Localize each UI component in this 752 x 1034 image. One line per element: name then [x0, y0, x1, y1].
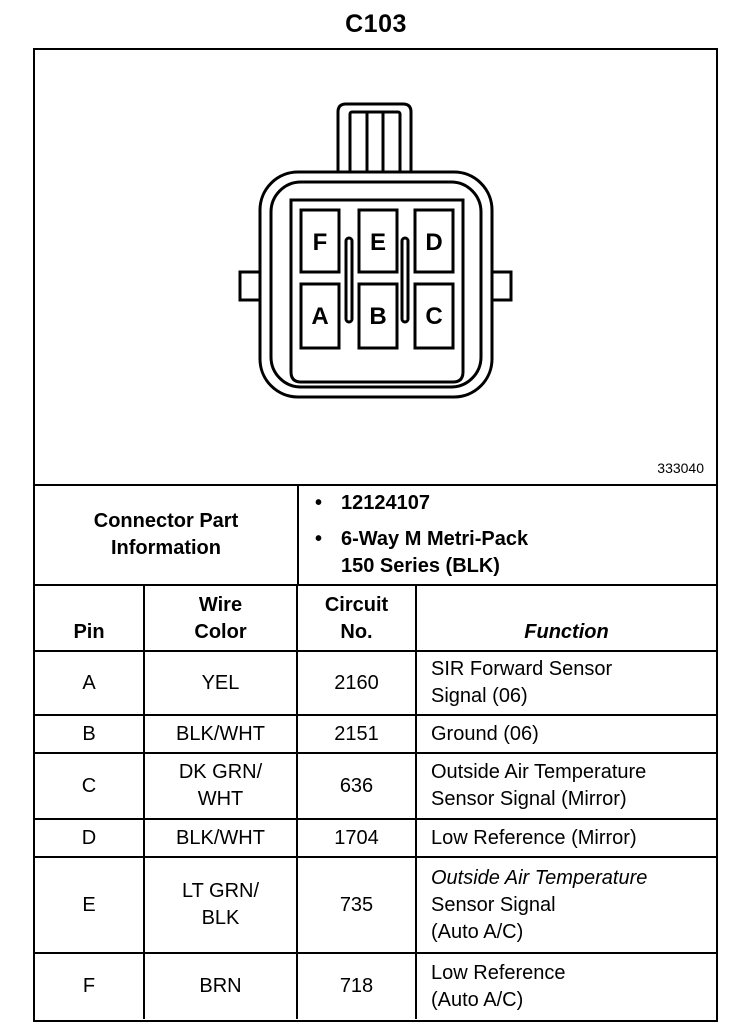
pin-label-b: B [369, 303, 386, 330]
function-line: (Auto A/C) [431, 920, 524, 943]
connector-figure: F E D A B C 333040 [35, 50, 716, 486]
function-cell: Low Reference (Auto A/C) [415, 952, 716, 1019]
bullet: • [315, 528, 323, 550]
connector-body-inner [269, 180, 483, 389]
cavity-b [357, 282, 399, 350]
connector-part-info: Connector Part Information • 12124107 • … [35, 486, 716, 586]
function-line: Low Reference (Mirror) [431, 826, 637, 849]
circuit-cell: 1704 [296, 818, 417, 858]
header-wire-color-line: Wire [198, 594, 243, 616]
function-line: (Auto A/C) [431, 988, 524, 1011]
pinout-table: Pin Wire Color Circuit No. Function A YE… [35, 586, 716, 1019]
header-wire-color: Wire Color [143, 586, 298, 652]
part-info-label: Connector Part Information [35, 486, 299, 584]
pin-cell: C [35, 752, 145, 820]
wire-color-line: BLK/WHT [176, 722, 265, 745]
function-line: Sensor Signal [431, 893, 556, 916]
wire-color-line: BLK/WHT [176, 826, 265, 849]
pin-cell: B [35, 714, 145, 754]
pin-label-e: E [370, 229, 386, 256]
pin-label-f: F [313, 229, 328, 256]
header-pin: Pin [35, 586, 145, 652]
function-line: SIR Forward Sensor [431, 658, 613, 680]
wire-color-cell: BLK/WHT [143, 714, 298, 754]
rib-left [344, 236, 354, 324]
circuit-cell: 735 [296, 856, 417, 954]
header-circuit-line: No. [340, 621, 373, 643]
table-header-row: Pin Wire Color Circuit No. Function [35, 586, 716, 652]
wire-color-cell: LT GRN/ BLK [143, 856, 298, 954]
wire-color-cell: DK GRN/ WHT [143, 752, 298, 820]
table-row: C DK GRN/ WHT 636 Outside Air Temperatur… [35, 752, 716, 820]
latch-inner [348, 110, 402, 176]
latch-tab [336, 102, 413, 176]
part-info-label-line: Connector Part [93, 510, 239, 532]
table-row: D BLK/WHT 1704 Low Reference (Mirror) [35, 818, 716, 858]
part-number-item: • 12124107 [315, 490, 701, 517]
header-circuit-line: Circuit [324, 594, 389, 616]
function-cell: Low Reference (Mirror) [415, 818, 716, 858]
connector-drawing: F E D A B C [238, 102, 513, 399]
part-description-line: 150 Series (BLK) [341, 555, 500, 577]
function-line: Ground (06) [431, 722, 539, 745]
part-info-label-line: Information [111, 537, 221, 559]
pin-cell: A [35, 650, 145, 716]
bullet: • [315, 492, 323, 514]
pin-cell: E [35, 856, 145, 954]
circuit-cell: 2151 [296, 714, 417, 754]
pin-label-a: A [311, 303, 328, 330]
cavity-e [357, 208, 399, 274]
wire-color-cell: BRN [143, 952, 298, 1019]
figure-id: 333040 [657, 460, 704, 476]
cavity-c [413, 282, 455, 350]
part-description-item: • 6-Way M Metri-Pack 150 Series (BLK) [315, 526, 701, 580]
function-cell: Ground (06) [415, 714, 716, 754]
header-wire-color-line: Color [194, 621, 247, 643]
function-line: Signal (06) [431, 685, 528, 707]
function-cell: Outside Air Temperature Sensor Signal (M… [415, 752, 716, 820]
function-cell: SIR Forward Sensor Signal (06) [415, 650, 716, 716]
rib-right [400, 236, 410, 324]
circuit-cell: 718 [296, 952, 417, 1019]
connector-title: C103 [345, 10, 407, 38]
function-line: Low Reference [431, 961, 566, 984]
pin-label-c: C [425, 303, 442, 330]
table-row: E LT GRN/ BLK 735 Outside Air Temperatur… [35, 856, 716, 954]
function-line: Outside Air Temperature [431, 761, 647, 783]
table-row: A YEL 2160 SIR Forward Sensor Signal (06… [35, 650, 716, 716]
wire-color-line: LT GRN/ [181, 880, 260, 902]
wire-color-cell: BLK/WHT [143, 818, 298, 858]
function-cell: Outside Air Temperature Sensor Signal (A… [415, 856, 716, 954]
part-info-list: • 12124107 • 6-Way M Metri-Pack 150 Seri… [299, 486, 716, 584]
function-line: Outside Air Temperature [431, 866, 648, 889]
function-line: Sensor Signal (Mirror) [431, 788, 627, 810]
wire-color-line: BRN [199, 975, 242, 997]
wire-color-line: DK GRN/ [178, 761, 263, 783]
header-circuit: Circuit No. [296, 586, 417, 652]
pin-label-d: D [425, 229, 442, 256]
header-function: Function [415, 586, 716, 652]
cavity-d [413, 208, 455, 274]
pin-cell: F [35, 952, 145, 1019]
cavity-a [299, 282, 341, 350]
circuit-cell: 636 [296, 752, 417, 820]
circuit-cell: 2160 [296, 650, 417, 716]
part-description-line: 6-Way M Metri-Pack [341, 528, 529, 550]
cavity-f [299, 208, 341, 274]
part-number: 12124107 [341, 492, 430, 514]
wire-color-line: BLK [201, 907, 240, 929]
pin-cell: D [35, 818, 145, 858]
wire-color-line: WHT [197, 788, 244, 810]
table-row: B BLK/WHT 2151 Ground (06) [35, 714, 716, 754]
table-row: F BRN 718 Low Reference (Auto A/C) [35, 952, 716, 1019]
connector-sheet: F E D A B C 333040 Connector Part Inform… [33, 48, 718, 1022]
cavity-frame [289, 198, 465, 384]
wire-color-cell: YEL [143, 650, 298, 716]
wire-color-line: YEL [201, 671, 240, 694]
